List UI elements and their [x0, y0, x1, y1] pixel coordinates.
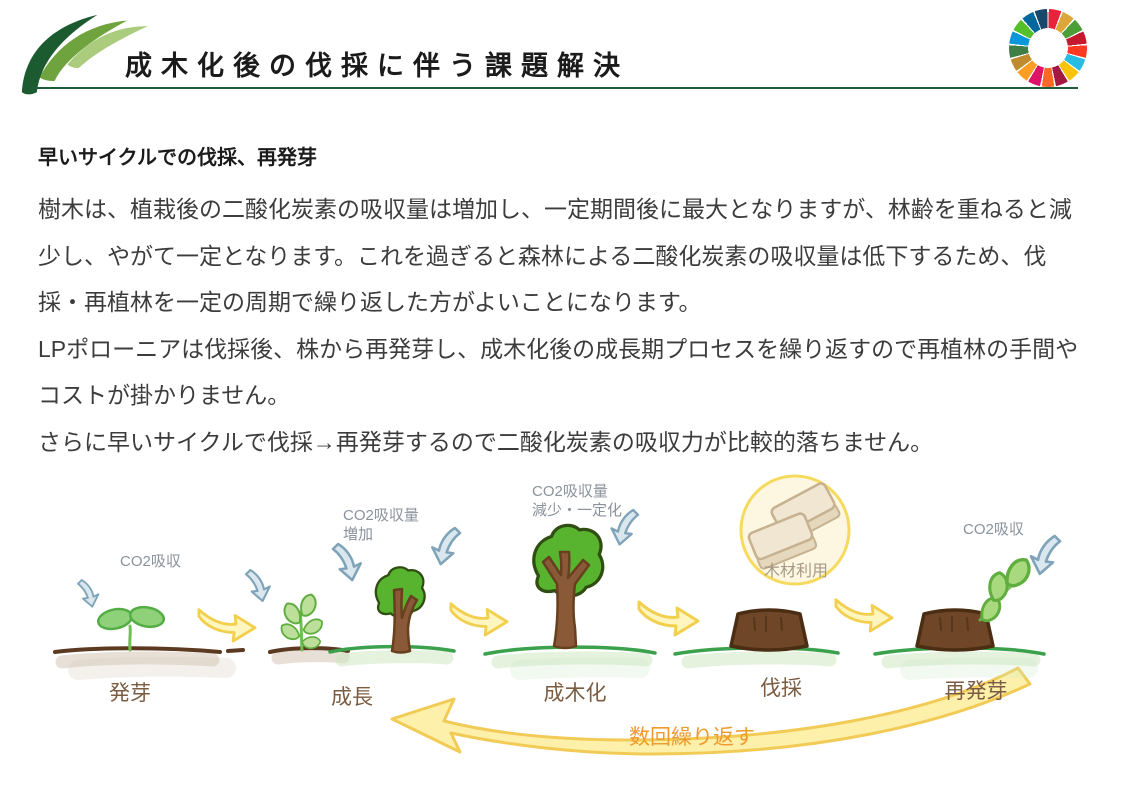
wood-use-badge: 木材利用 — [739, 474, 851, 586]
stage-label-maturation: 成木化 — [544, 682, 607, 705]
body-text: 樹木は、植栽後の二酸化炭素の吸収量は増加し、一定期間後に最大となりますが、林齢を… — [38, 186, 1092, 465]
co2-arrow-icon — [431, 526, 462, 566]
sprout-illustration — [97, 605, 166, 652]
next-stage-arrow-icon — [637, 600, 700, 637]
body-paragraph: 樹木は、植栽後の二酸化炭素の吸収量は増加し、一定期間後に最大となりますが、林齢を… — [38, 196, 1072, 315]
stage-label-harvest: 伐採 — [760, 677, 802, 700]
young-tree-illustration — [374, 566, 426, 654]
co2-plateau-label-line2: 減少・一定化 — [532, 502, 622, 519]
regrowth-stump-illustration — [915, 556, 1035, 652]
next-stage-arrow-icon — [834, 598, 894, 633]
ground-strokes — [53, 644, 1046, 680]
co2-plateau-label-line1: CO2吸収量 — [532, 483, 608, 500]
wood-planks-icon — [747, 482, 841, 570]
co2-increase-label-line2: 増加 — [343, 526, 373, 543]
co2-absorption-label-sprout: CO2吸収 — [120, 553, 181, 570]
stump-illustration — [729, 608, 809, 652]
section-heading: 早いサイクルでの伐採、再発芽 — [38, 147, 317, 169]
co2-arrow-icon — [77, 579, 100, 608]
header-divider — [30, 87, 1078, 89]
co2-absorption-label-regrowth: CO2吸収 — [963, 521, 1024, 538]
body-paragraph: LPポローニアは伐採後、株から再発芽し、成木化後の成長期プロセスを繰り返すので再… — [38, 335, 1079, 409]
seedling-illustration — [280, 592, 324, 654]
stage-label-regrowth: 再発芽 — [945, 680, 1008, 703]
mature-tree-illustration — [532, 523, 605, 650]
page-title: 成木化後の伐採に伴う課題解決 — [125, 51, 629, 81]
repeat-cycle-label: 数回繰り返す — [629, 726, 755, 749]
wood-use-label: 木材利用 — [764, 562, 828, 580]
co2-arrow-icon — [1029, 534, 1062, 576]
body-paragraph: さらに早いサイクルで伐採→再発芽するので二酸化炭素の吸収力が比較的落ちません。 — [38, 428, 934, 455]
next-stage-arrow-icon — [197, 608, 257, 643]
stage-label-germination: 発芽 — [109, 682, 151, 705]
next-stage-arrow-icon — [449, 602, 509, 637]
co2-arrow-icon — [244, 568, 271, 603]
stage-label-growth: 成長 — [331, 686, 373, 709]
sdg-wheel-logo — [1009, 9, 1087, 87]
leaf-logo-icon — [21, 14, 148, 95]
lifecycle-diagram: 木材利用 — [53, 474, 1062, 756]
co2-arrow-icon — [331, 542, 362, 582]
repeat-loop-arrow — [390, 666, 1032, 756]
co2-increase-label-line1: CO2吸収量 — [343, 507, 419, 524]
